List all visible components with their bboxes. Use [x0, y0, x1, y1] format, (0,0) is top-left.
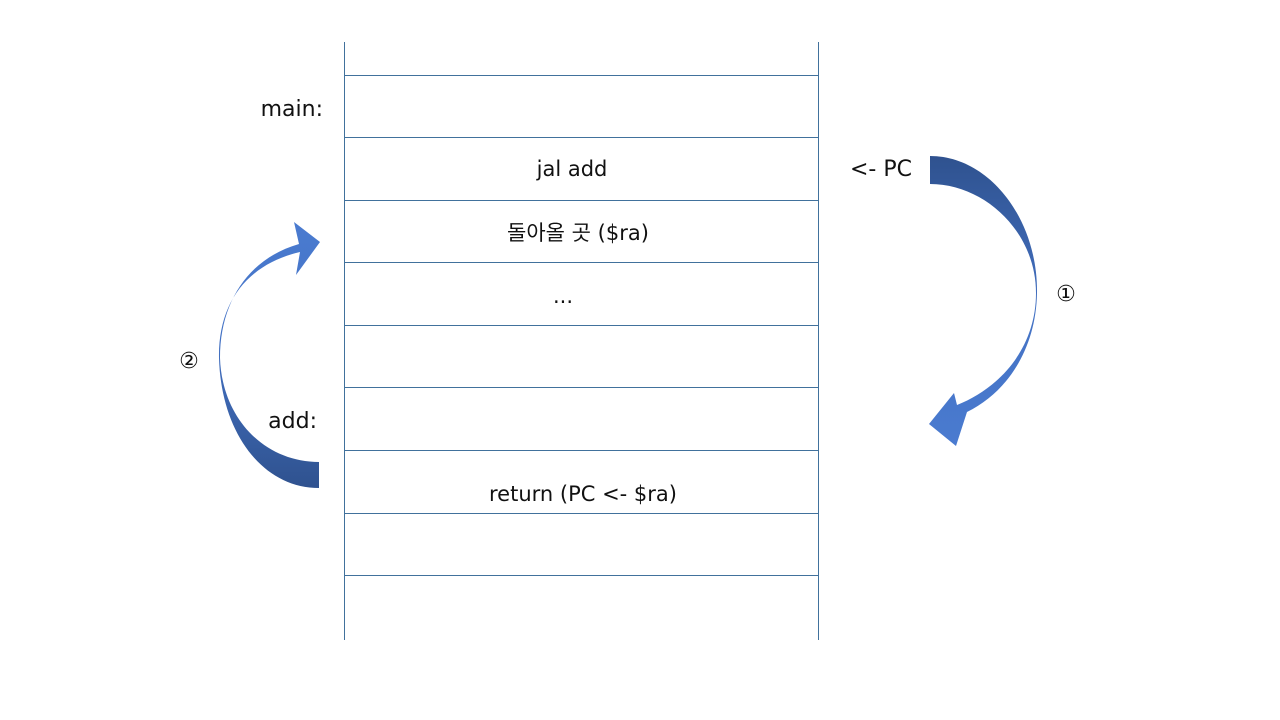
cell-return: return (PC <- $ra) — [489, 482, 677, 506]
cell-ellipsis: ... — [553, 284, 573, 308]
return-arrow-icon — [218, 222, 320, 488]
step-1-label: ① — [1056, 282, 1076, 307]
jump-arrow-icon — [929, 156, 1038, 446]
label-main: main: — [261, 97, 323, 122]
label-pc-pointer: <- PC — [850, 157, 912, 182]
cell-jal-add: jal add — [536, 157, 608, 181]
step-2-label: ② — [179, 349, 199, 374]
cell-return-address: 돌아올 곳 ($ra) — [507, 221, 649, 245]
label-add: add: — [268, 409, 317, 434]
memory-column: jal add 돌아올 곳 ($ra) ... return (PC <- $r… — [344, 42, 819, 640]
